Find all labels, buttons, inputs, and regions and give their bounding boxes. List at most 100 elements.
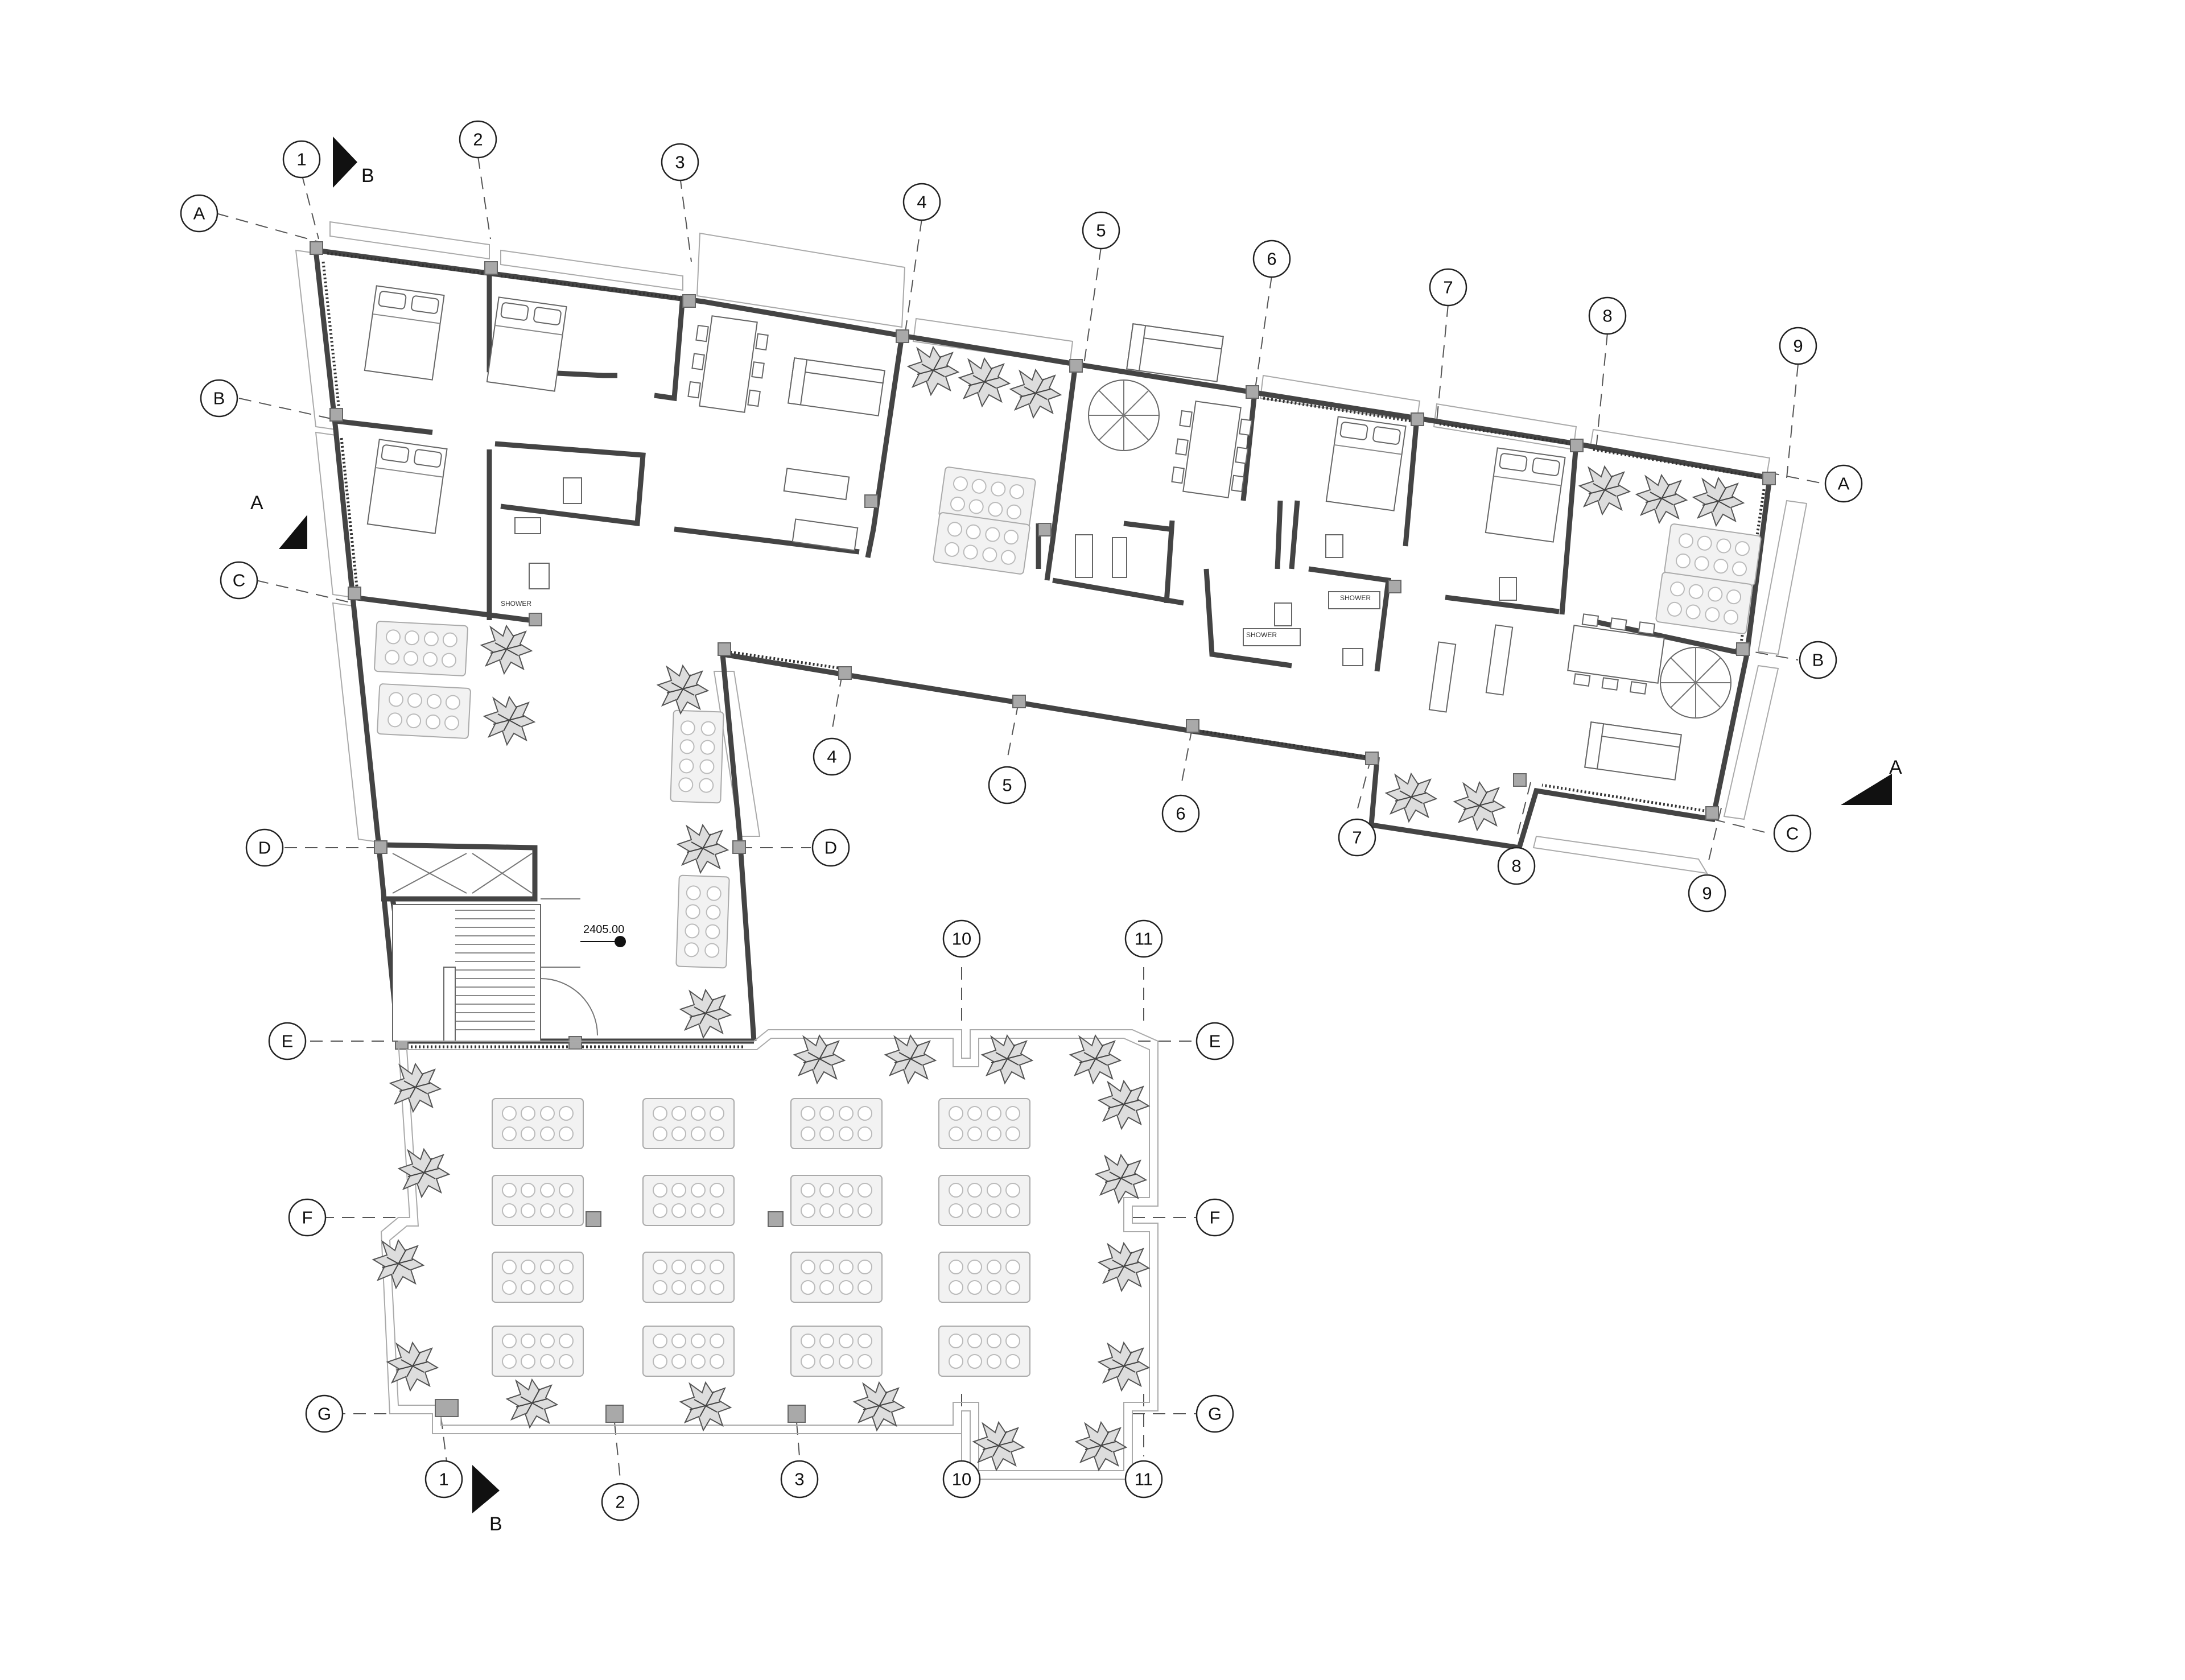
section-arrow-icon xyxy=(279,515,307,549)
section-arrow-icon xyxy=(333,137,357,188)
grid-lines xyxy=(216,156,1824,1480)
grid-bubble-circle xyxy=(1429,268,1467,307)
grid-bubble-label: 11 xyxy=(1135,929,1153,949)
grid-bubble-circle xyxy=(1779,327,1817,365)
grid-bubble-circle xyxy=(1773,814,1812,853)
section-mark-right-a: A xyxy=(1841,757,1902,805)
section-mark-left-a: A xyxy=(250,492,307,549)
grid-bubble: 5 xyxy=(988,766,1026,804)
grid-bubble-label: 9 xyxy=(1702,884,1712,903)
grid-bubble-label: G xyxy=(1208,1404,1222,1424)
grid-bubble: E xyxy=(1195,1022,1234,1060)
grid-bubble: 3 xyxy=(661,143,699,181)
grid-bubble: 9 xyxy=(1779,327,1817,365)
grid-bubble-label: 10 xyxy=(952,1470,971,1489)
grid-bubble-circle xyxy=(1124,1460,1163,1499)
grid-bubble-circle xyxy=(1124,919,1163,958)
terrace-plants xyxy=(373,1035,1149,1471)
grid-bubble-circle xyxy=(1688,874,1726,913)
grid-bubble-label: A xyxy=(193,204,205,224)
shower-label: SHOWER xyxy=(501,600,531,608)
grid-bubble-circle xyxy=(1161,794,1200,833)
grid-bubble: 4 xyxy=(813,737,851,776)
section-label: A xyxy=(1889,757,1902,778)
grid-bubble-circle xyxy=(780,1460,819,1499)
section-markers: B A A B xyxy=(250,137,1902,1535)
grid-bubble: 5 xyxy=(1082,211,1120,250)
grid-bubble: 7 xyxy=(1338,818,1376,857)
grid-bubble: D xyxy=(245,828,284,867)
grid-bubble: 6 xyxy=(1161,794,1200,833)
grid-bubble-circle xyxy=(245,828,284,867)
grid-bubble: 1 xyxy=(282,140,321,179)
grid-bubble-label: 7 xyxy=(1352,828,1362,848)
grid-bubble-label: 6 xyxy=(1267,249,1276,269)
grid-bubble: 10 xyxy=(942,1460,981,1499)
grid-bubble: 8 xyxy=(1588,296,1627,335)
grid-bubble-label: 4 xyxy=(827,747,836,767)
grid-bubble-circle xyxy=(282,140,321,179)
upper-apartments: SHOWER SHOWER SHOWER xyxy=(295,221,1808,1050)
grid-bubble: 2 xyxy=(601,1483,640,1521)
grid-bubble-label: 3 xyxy=(675,152,685,172)
grid-bubble-circle xyxy=(1082,211,1120,250)
grid-bubble: F xyxy=(288,1198,327,1237)
section-mark-top-b: B xyxy=(333,137,374,188)
grid-bubble-label: G xyxy=(318,1404,331,1424)
grid-bubble-label: 4 xyxy=(917,192,926,212)
stair-core: 2405.00 xyxy=(392,853,626,1042)
grid-bubble-circle xyxy=(424,1460,463,1499)
grid-bubble-circle xyxy=(1252,240,1291,278)
grid-bubble-circle xyxy=(988,766,1026,804)
grid-bubble: A xyxy=(180,194,218,233)
grid-bubble: 2 xyxy=(459,120,497,159)
grid-bubble-label: A xyxy=(1838,474,1850,494)
terrace-planters xyxy=(492,1098,1030,1377)
grid-bubble-label: 5 xyxy=(1002,775,1012,795)
grid-bubble: 4 xyxy=(902,183,941,221)
grid-bubble-label: 11 xyxy=(1135,1470,1153,1489)
grid-bubble-label: B xyxy=(213,389,225,408)
grid-bubble: 11 xyxy=(1124,919,1163,958)
grid-bubble-circle xyxy=(288,1198,327,1237)
section-mark-bottom-b: B xyxy=(472,1465,502,1535)
grid-bubble-circle xyxy=(180,194,218,233)
grid-bubble: 7 xyxy=(1429,268,1467,307)
grid-bubble-circle xyxy=(1195,1394,1234,1433)
furniture: SHOWER SHOWER SHOWER xyxy=(364,285,1731,781)
section-arrow-icon xyxy=(472,1465,500,1513)
grid-bubble-circle xyxy=(459,120,497,159)
grid-bubble-label: 6 xyxy=(1176,804,1185,824)
grid-bubble-label: 8 xyxy=(1602,306,1612,326)
grid-bubble-circle xyxy=(902,183,941,221)
grid-bubble: 6 xyxy=(1252,240,1291,278)
grid-bubble: F xyxy=(1195,1198,1234,1237)
grid-bubble: E xyxy=(268,1022,307,1060)
shower-label: SHOWER xyxy=(1340,594,1371,602)
section-label: A xyxy=(250,492,263,514)
grid-bubble-circle xyxy=(1588,296,1627,335)
grid-bubble-label: 2 xyxy=(473,130,483,150)
grid-bubble-label: B xyxy=(1812,650,1824,670)
grid-bubble: C xyxy=(220,561,258,600)
grid-bubble-circle xyxy=(1799,641,1837,679)
grid-bubble-label: F xyxy=(1210,1208,1221,1228)
grid-bubble-circle xyxy=(1824,464,1863,503)
grid-bubble-circle xyxy=(601,1483,640,1521)
grid-bubble-circle xyxy=(1497,847,1536,885)
grid-bubble: 10 xyxy=(942,919,981,958)
grid-bubble: B xyxy=(1799,641,1837,679)
grid-bubble-circle xyxy=(661,143,699,181)
terrace xyxy=(373,1029,1159,1480)
grid-bubble-circle xyxy=(305,1394,344,1433)
grid-bubble-label: 3 xyxy=(794,1470,804,1489)
grid-bubble-label: 10 xyxy=(952,929,971,949)
grid-bubble: C xyxy=(1773,814,1812,853)
grid-bubble-label: 8 xyxy=(1511,856,1521,876)
grid-bubble: 1 xyxy=(424,1460,463,1499)
grid-bubble-label: 1 xyxy=(296,150,306,170)
grid-bubble: B xyxy=(200,379,238,418)
grid-bubble-circle xyxy=(811,828,850,867)
